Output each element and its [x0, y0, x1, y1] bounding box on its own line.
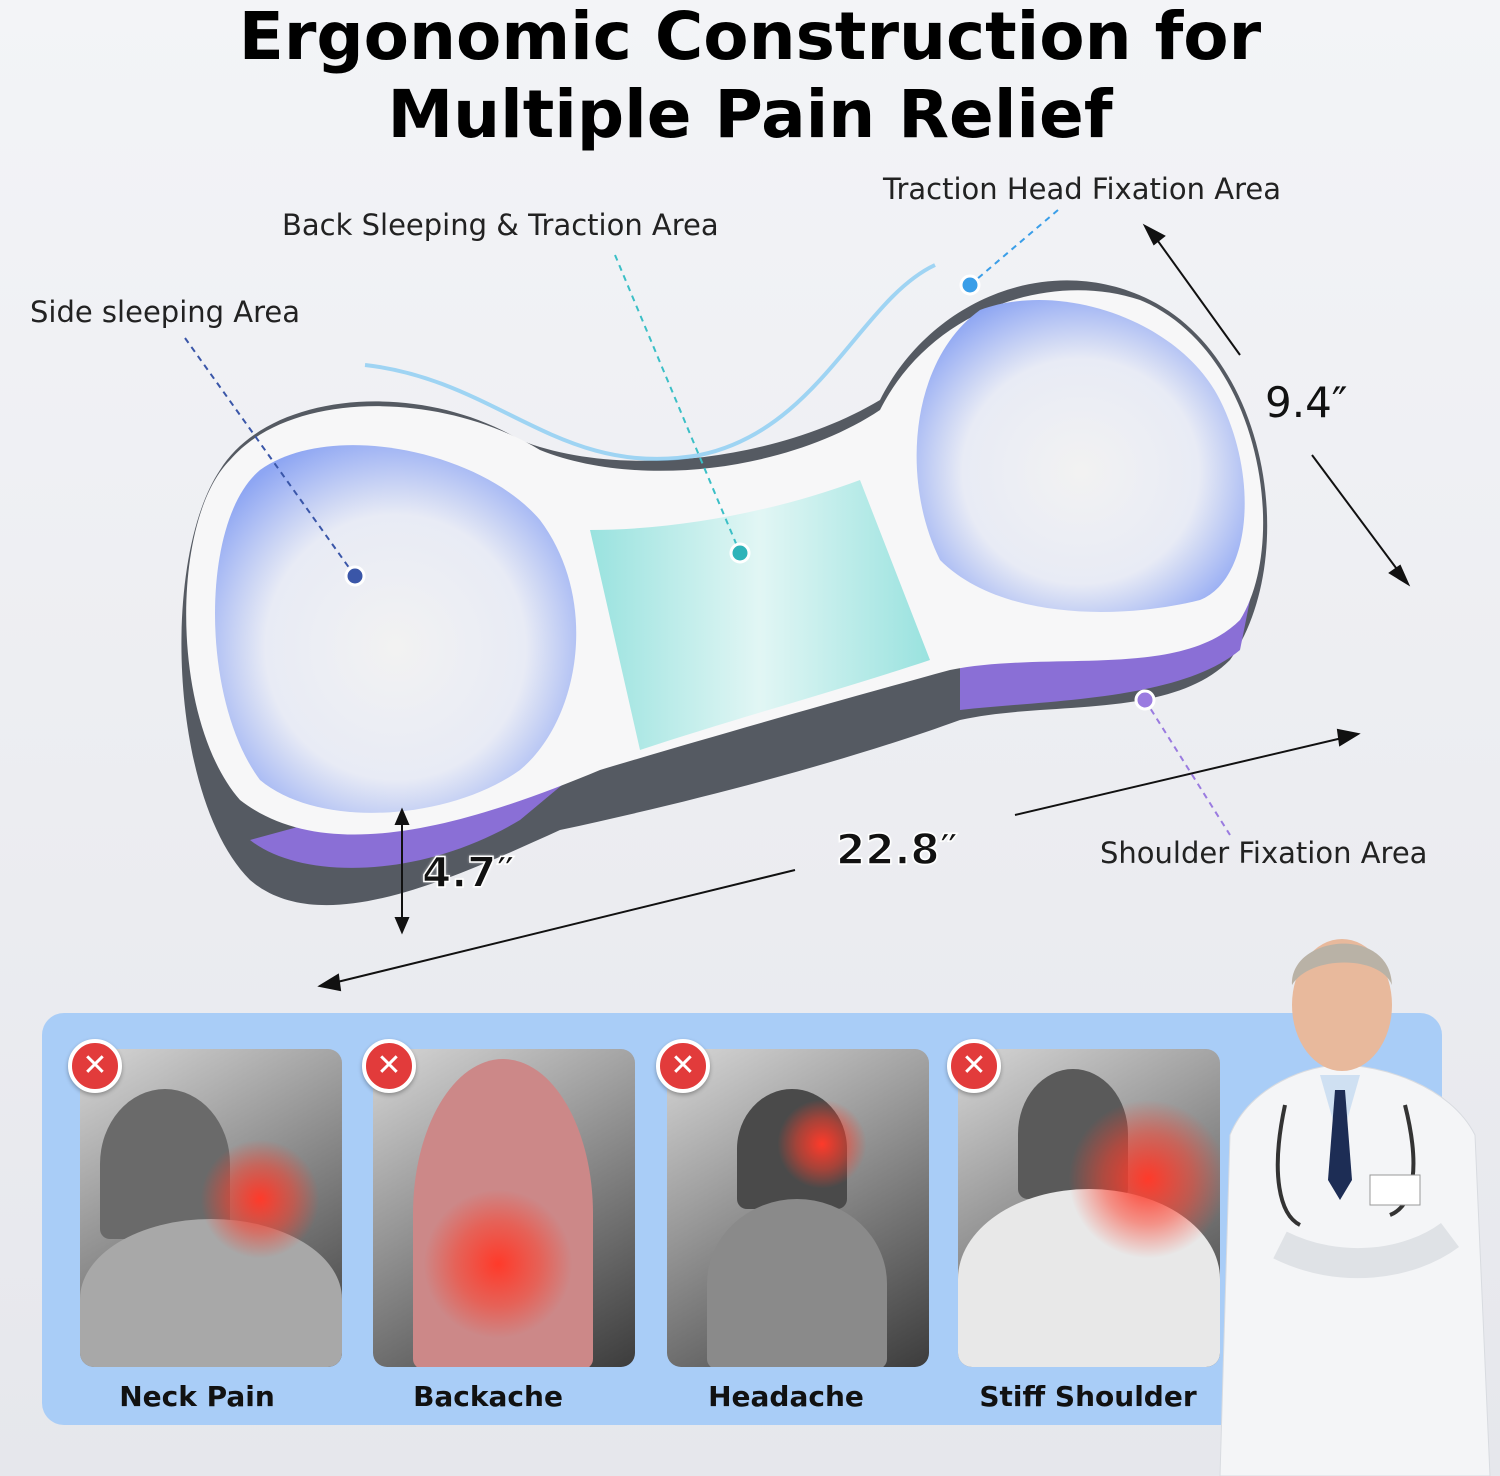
dimension-thickness: 4.7″: [421, 847, 516, 898]
x-icon: ✕: [362, 1039, 416, 1093]
x-icon: ✕: [656, 1039, 710, 1093]
x-icon: ✕: [68, 1039, 122, 1093]
dimension-height: 9.4″: [1265, 378, 1348, 427]
x-icon: ✕: [947, 1039, 1001, 1093]
pain-label: Stiff Shoulder: [979, 1380, 1197, 1413]
dimension-length: 22.8″: [835, 824, 959, 875]
label-shoulder-fixation-area: Shoulder Fixation Area: [1100, 836, 1428, 870]
card-headache: [667, 1049, 929, 1367]
pain-label: Headache: [708, 1380, 864, 1413]
label-side-sleeping-area: Side sleeping Area: [30, 295, 300, 329]
label-back-sleeping-area: Back Sleeping & Traction Area: [282, 208, 719, 242]
doctor-illustration: [1219, 939, 1491, 1476]
card-backache: [373, 1049, 635, 1367]
label-head-fixation-area: Traction Head Fixation Area: [883, 172, 1281, 206]
card-stiff-shoulder: [958, 1049, 1220, 1367]
pain-label: Neck Pain: [119, 1380, 275, 1413]
card-neck-pain: [80, 1049, 342, 1367]
pillow-illustration: [181, 209, 1411, 992]
page-title: Ergonomic Construction for Multiple Pain…: [238, 0, 1262, 153]
pain-label: Backache: [413, 1380, 563, 1413]
